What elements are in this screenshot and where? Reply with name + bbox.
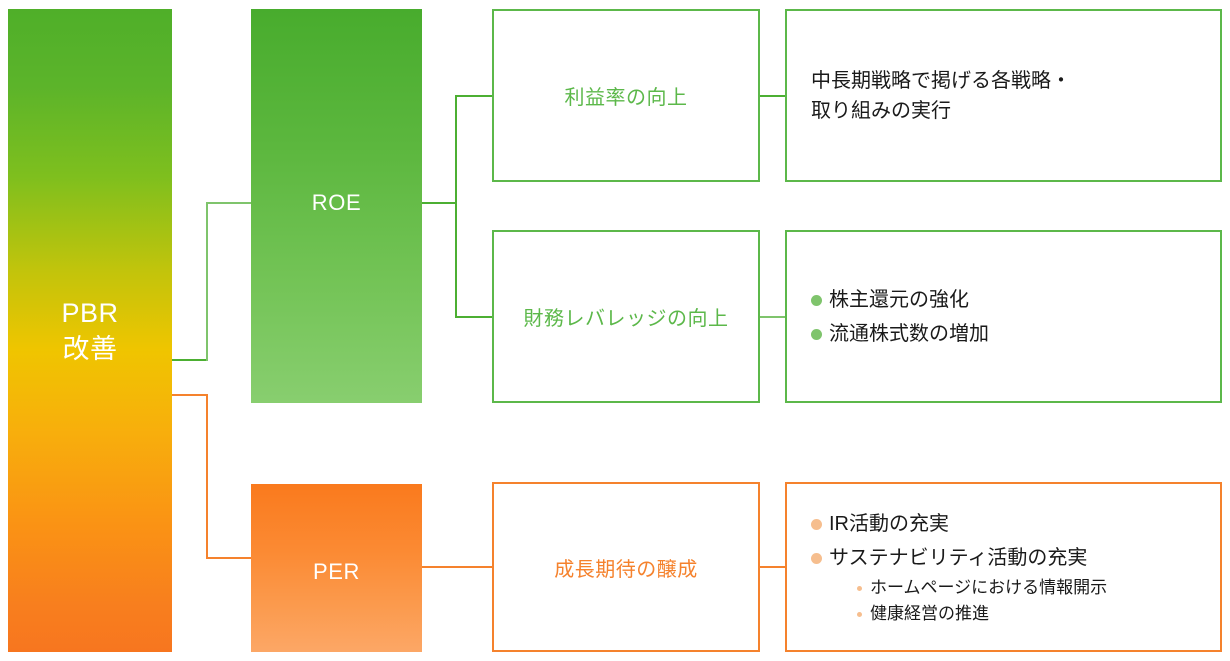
- connector-growth-to-detail: [760, 566, 786, 568]
- lever-label-profitability: 利益率の向上: [564, 87, 688, 109]
- detail-bullet-list-financial-leverage: 株主還元の強化 流通株式数の増加: [811, 283, 1200, 351]
- list-item: 流通株式数の増加: [811, 317, 1200, 351]
- connector-root-to-roe-riser: [206, 202, 208, 361]
- sub-bullet-list: ホームページにおける情報開示 健康経営の推進: [811, 575, 1200, 627]
- bullet-label: IR活動の充実: [829, 513, 949, 535]
- driver-node-per-label: PER: [312, 559, 361, 584]
- detail-bullet-list-growth-expectation: IR活動の充実 サステナビリティ活動の充実 ホームページにおける情報開示 健康経…: [811, 507, 1200, 627]
- bullet-dot-icon: [811, 328, 822, 340]
- sub-list-item: ホームページにおける情報開示: [857, 575, 1200, 601]
- sub-bullet-dot-icon: [857, 586, 862, 591]
- connector-root-to-per-entry: [206, 557, 253, 559]
- connector-root-to-roe-entry: [206, 202, 253, 204]
- lever-box-financial-leverage[interactable]: 財務レバレッジの向上: [492, 230, 760, 403]
- sub-bullet-label: 健康経営の推進: [870, 604, 989, 623]
- pbr-gradient-bar: [8, 9, 172, 652]
- connector-roe-to-leverage: [455, 316, 493, 318]
- list-item: IR活動の充実: [811, 507, 1200, 541]
- detail-box-growth-expectation[interactable]: IR活動の充実 サステナビリティ活動の充実 ホームページにおける情報開示 健康経…: [785, 482, 1222, 652]
- connector-per-to-growth: [422, 566, 493, 568]
- detail-box-financial-leverage[interactable]: 株主還元の強化 流通株式数の増加: [785, 230, 1222, 403]
- detail-text-profitability: 中長期戦略で掲げる各戦略・ 取り組みの実行: [811, 69, 1071, 122]
- connector-root-to-per-stub: [172, 394, 208, 396]
- bullet-label: 株主還元の強化: [829, 288, 969, 311]
- lever-box-growth-expectation[interactable]: 成長期待の醸成: [492, 482, 760, 652]
- lever-label-financial-leverage: 財務レバレッジの向上: [523, 308, 729, 330]
- connector-roe-stub: [422, 202, 457, 204]
- connector-profitability-to-detail: [760, 95, 786, 97]
- sub-bullet-dot-icon: [857, 612, 862, 617]
- connector-roe-spine: [455, 95, 457, 318]
- list-item: 株主還元の強化: [811, 283, 1200, 317]
- lever-box-profitability[interactable]: 利益率の向上: [492, 9, 760, 182]
- detail-box-profitability[interactable]: 中長期戦略で掲げる各戦略・ 取り組みの実行: [785, 9, 1222, 182]
- pbr-root-label: PBR 改善: [61, 298, 119, 364]
- bullet-dot-icon: [811, 519, 822, 530]
- bullet-label: サステナビリティ活動の充実: [829, 547, 1088, 569]
- driver-node-roe[interactable]: ROE: [251, 9, 422, 403]
- driver-node-per[interactable]: PER: [251, 484, 422, 652]
- connector-leverage-to-detail: [760, 316, 786, 318]
- bullet-dot-icon: [811, 294, 822, 306]
- bullet-label: 流通株式数の増加: [829, 322, 989, 345]
- driver-node-roe-label: ROE: [311, 190, 362, 215]
- connector-root-to-per-riser: [206, 394, 208, 559]
- bullet-row: サステナビリティ活動の充実: [811, 541, 1200, 575]
- bullet-dot-icon: [811, 553, 822, 564]
- connector-root-to-roe-stub: [172, 359, 208, 361]
- list-item: サステナビリティ活動の充実 ホームページにおける情報開示 健康経営の推進: [811, 541, 1200, 627]
- sub-bullet-label: ホームページにおける情報開示: [870, 578, 1108, 597]
- connector-roe-to-profitability: [455, 95, 493, 97]
- lever-label-growth-expectation: 成長期待の醸成: [554, 558, 698, 581]
- sub-list-item: 健康経営の推進: [857, 601, 1200, 627]
